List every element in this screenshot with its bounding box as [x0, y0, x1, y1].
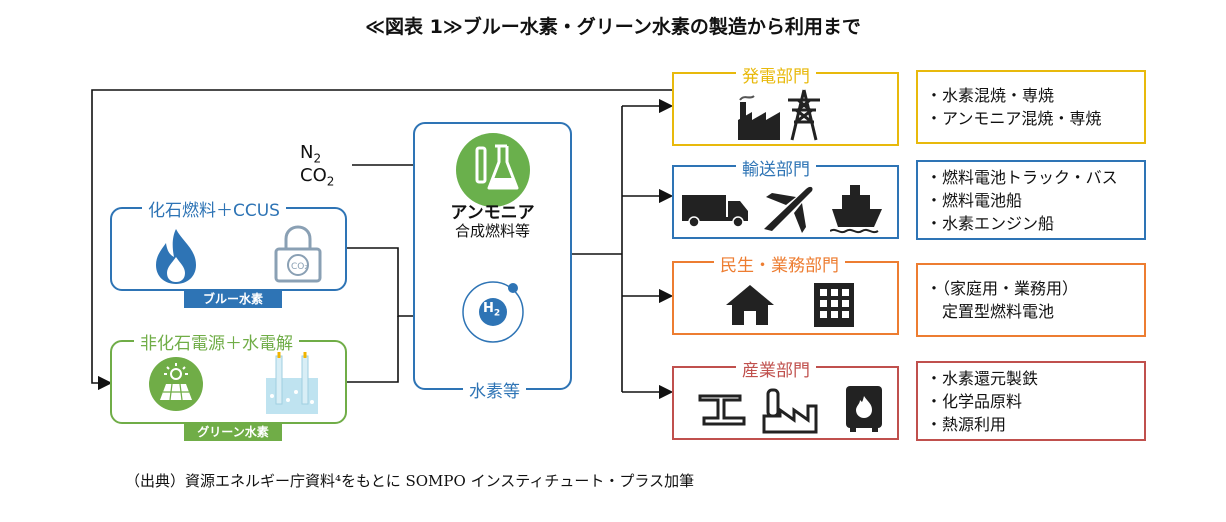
h2-molecule-icon [462, 281, 524, 343]
flask-icon [456, 133, 530, 207]
renewable-electrolysis-heading: 非化石電源＋水電解 [134, 329, 299, 354]
residential-sector-box: 民生・業務部門 [672, 251, 899, 335]
flame-icon [156, 229, 196, 284]
building-icon [814, 283, 854, 327]
residential-sector-heading: 民生・業務部門 [714, 251, 845, 276]
green-hydrogen-badge: グリーン水素 [184, 424, 282, 441]
co2-capture-icon: CO₂ [274, 225, 322, 283]
power-tower-icon [788, 89, 820, 141]
list-item: 定置型燃料電池 [926, 302, 1055, 321]
hydrogen-center-box: アンモニア 合成燃料等 H2 水素等 [413, 122, 572, 402]
transport-uses-list: ・燃料電池トラック・バス ・燃料電池船 ・水素エンジン船 [926, 166, 1118, 235]
n2-label: N2 [300, 142, 322, 166]
list-item: ・熱源利用 [926, 415, 1007, 434]
co2-label: CO2 [300, 165, 335, 189]
truck-icon [682, 195, 748, 227]
h2-label: H2 [483, 301, 501, 319]
list-item: ・アンモニア混焼・専焼 [926, 109, 1102, 128]
list-item: ・水素還元製鉄 [926, 369, 1039, 388]
residential-uses-box: ・（家庭用・業務用） 定置型燃料電池 [916, 263, 1146, 337]
ship-icon [830, 185, 882, 234]
feedback-line [91, 89, 672, 391]
transport-sector-box: 輸送部門 [672, 155, 899, 239]
center-label: 水素等 [463, 377, 526, 402]
factory-icon [738, 95, 780, 140]
list-item: ・化学品原料 [926, 392, 1023, 411]
electrolysis-icon [266, 352, 318, 414]
fossil-ccus-box: 化石燃料＋CCUS CO₂ ブルー水素 [110, 196, 347, 308]
source-note: （出典）資源エネルギー庁資料⁴をもとに SOMPO インスティチュート・プラス加… [125, 472, 695, 490]
fossil-ccus-heading: 化石燃料＋CCUS [142, 196, 286, 221]
svg-text:CO₂: CO₂ [291, 262, 308, 272]
power-sector-heading: 発電部門 [736, 62, 816, 87]
airplane-icon [764, 186, 813, 233]
industry-uses-list: ・水素還元製鉄 ・化学品原料 ・熱源利用 [926, 367, 1038, 436]
industry-sector-heading: 産業部門 [736, 356, 816, 381]
chemical-plant-icon [762, 388, 818, 434]
list-item: ・燃料電池船 [926, 191, 1023, 210]
page-title: ≪図表 1≫ブルー水素・グリーン水素の製造から利用まで [365, 16, 861, 38]
power-uses-list: ・水素混焼・専焼 ・アンモニア混焼・専焼 [926, 84, 1101, 130]
residential-uses-list: ・（家庭用・業務用） 定置型燃料電池 [926, 277, 1078, 323]
power-uses-box: ・水素混焼・専焼 ・アンモニア混焼・専焼 [916, 70, 1146, 144]
list-item: ・（家庭用・業務用） [926, 279, 1079, 298]
transport-sector-heading: 輸送部門 [736, 155, 816, 180]
house-icon [726, 285, 774, 325]
steel-beam-icon [698, 394, 746, 426]
industry-sector-box: 産業部門 [672, 356, 899, 440]
list-item: ・水素エンジン船 [926, 214, 1055, 233]
renewable-electrolysis-box: 非化石電源＋水電解 グリーン水素 [110, 329, 347, 441]
power-sector-box: 発電部門 [672, 62, 899, 146]
transport-uses-box: ・燃料電池トラック・バス ・燃料電池船 ・水素エンジン船 [916, 160, 1146, 240]
boiler-icon [846, 386, 882, 432]
industry-uses-box: ・水素還元製鉄 ・化学品原料 ・熱源利用 [916, 361, 1146, 441]
list-item: ・水素混焼・専焼 [926, 86, 1055, 105]
renewable-to-h2-line [347, 316, 399, 383]
blue-hydrogen-badge: ブルー水素 [184, 291, 282, 308]
solar-panel-icon [149, 357, 203, 411]
ammonia-title: アンモニア [450, 203, 535, 223]
list-item: ・燃料電池トラック・バス [926, 168, 1118, 187]
ammonia-subtitle: 合成燃料等 [454, 222, 530, 240]
